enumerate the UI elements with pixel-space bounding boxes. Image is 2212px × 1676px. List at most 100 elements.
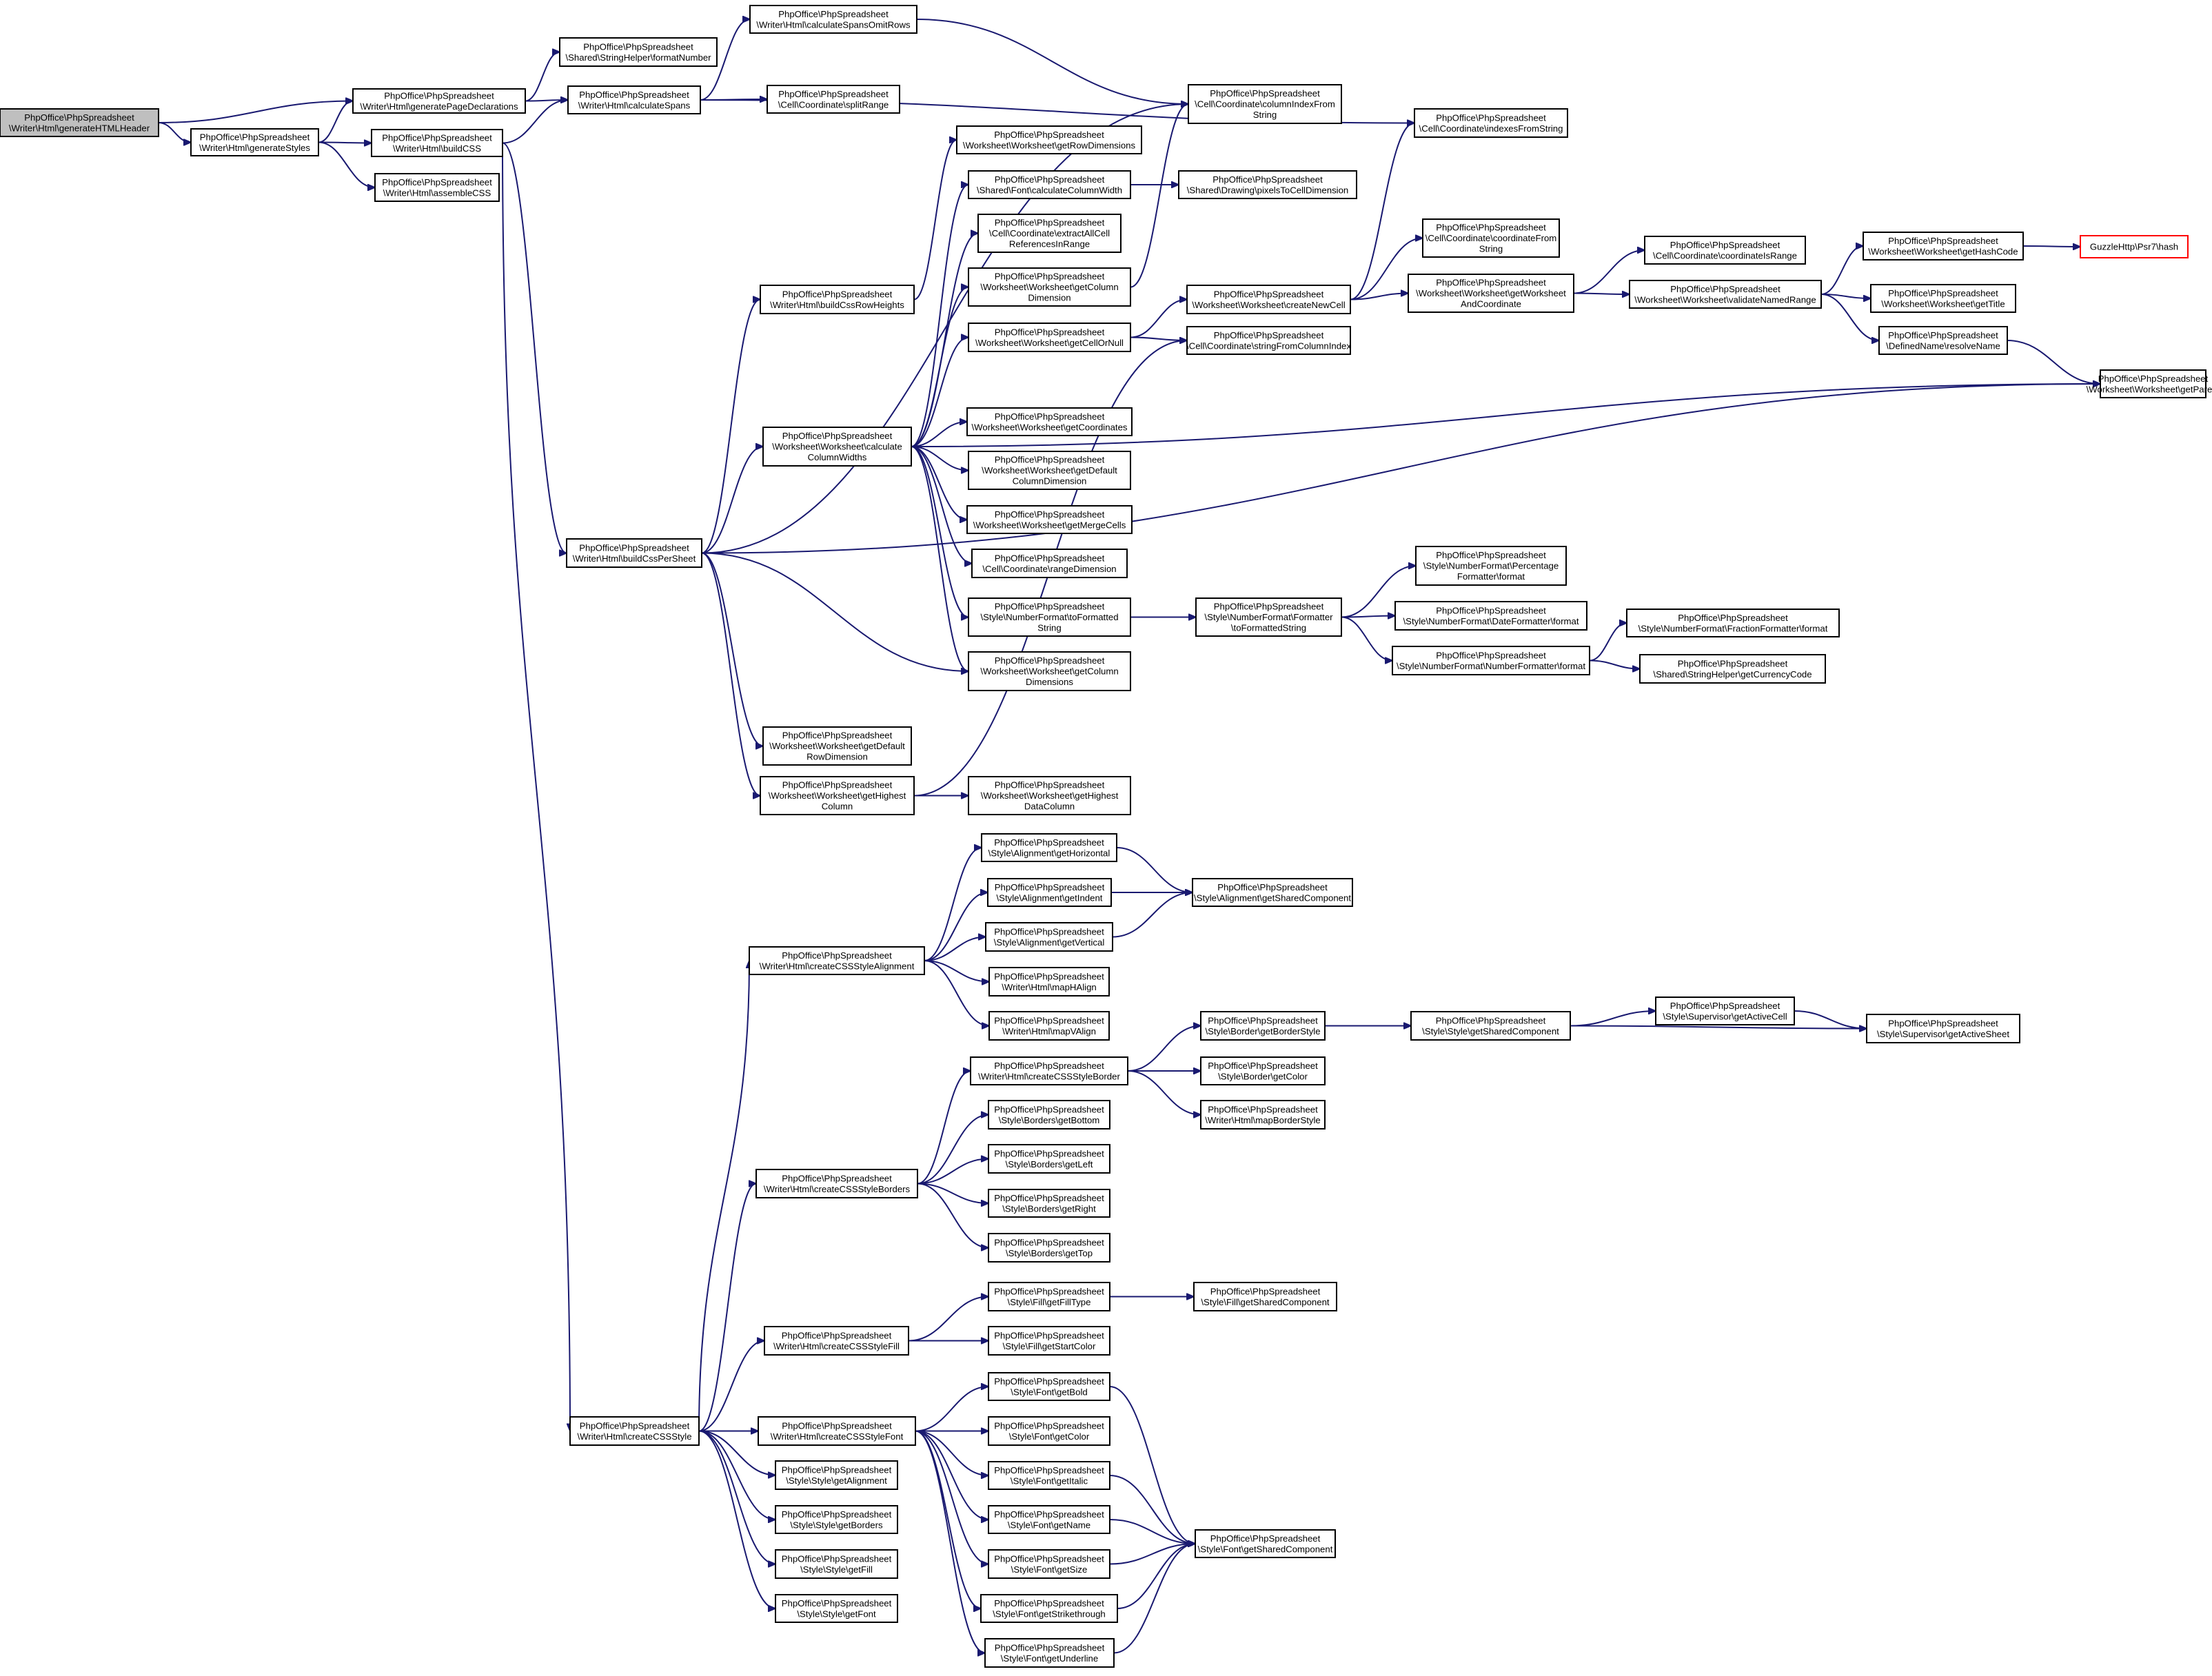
node-rangeDimension[interactable]: PhpOffice\PhpSpreadsheet\Cell\Coordinate… <box>971 549 1128 578</box>
node-getBottom[interactable]: PhpOffice\PhpSpreadsheet\Style\Borders\g… <box>988 1100 1110 1130</box>
node-getSize[interactable]: PhpOffice\PhpSpreadsheet\Style\Font\getS… <box>988 1549 1110 1579</box>
node-getMergeCells[interactable]: PhpOffice\PhpSpreadsheet\Worksheet\Works… <box>966 505 1133 534</box>
node-label: PhpOffice\PhpSpreadsheet\Style\Border\ge… <box>1205 1015 1320 1036</box>
node-getCurrencyCode[interactable]: PhpOffice\PhpSpreadsheet\Shared\StringHe… <box>1639 654 1826 684</box>
node-fractionFormat[interactable]: PhpOffice\PhpSpreadsheet\Style\NumberFor… <box>1626 609 1840 637</box>
node-getDefaultRowDimension[interactable]: PhpOffice\PhpSpreadsheet\Worksheet\Works… <box>762 726 912 766</box>
node-borderGetColor[interactable]: PhpOffice\PhpSpreadsheet\Style\Border\ge… <box>1200 1056 1326 1085</box>
node-getColumnDimension[interactable]: PhpOffice\PhpSpreadsheet\Worksheet\Works… <box>968 267 1131 307</box>
node-box <box>980 1594 1118 1623</box>
node-formatterToFormattedString[interactable]: PhpOffice\PhpSpreadsheet\Style\NumberFor… <box>1195 597 1342 637</box>
node-getHighestColumn[interactable]: PhpOffice\PhpSpreadsheet\Worksheet\Works… <box>760 776 915 815</box>
node-getRowDimensions[interactable]: PhpOffice\PhpSpreadsheet\Worksheet\Works… <box>956 125 1142 154</box>
edge-getCellOrNull-to-createNewCell <box>1130 300 1187 338</box>
node-formatNumber[interactable]: PhpOffice\PhpSpreadsheet\Shared\StringHe… <box>559 37 718 67</box>
node-createCSSStyle[interactable]: PhpOffice\PhpSpreadsheet\Writer\Html\cre… <box>569 1416 700 1446</box>
node-createCSSStyleAlignment[interactable]: PhpOffice\PhpSpreadsheet\Writer\Html\cre… <box>749 946 925 975</box>
node-styleGetSharedComponent[interactable]: PhpOffice\PhpSpreadsheet\Style\Style\get… <box>1410 1011 1571 1041</box>
node-getAlignment[interactable]: PhpOffice\PhpSpreadsheet\Style\Style\get… <box>775 1460 898 1490</box>
node-createNewCell[interactable]: PhpOffice\PhpSpreadsheet\Worksheet\Works… <box>1186 285 1351 314</box>
node-dateFormat[interactable]: PhpOffice\PhpSpreadsheet\Style\NumberFor… <box>1394 601 1587 631</box>
node-fillGetSharedComponent[interactable]: PhpOffice\PhpSpreadsheet\Style\Fill\getS… <box>1193 1282 1337 1311</box>
node-validateNamedRange[interactable]: PhpOffice\PhpSpreadsheet\Worksheet\Works… <box>1629 280 1822 309</box>
node-label-line: \Style\NumberFormat\FractionFormatter\fo… <box>1638 623 1828 633</box>
node-generateStyles[interactable]: PhpOffice\PhpSpreadsheet\Writer\Html\gen… <box>190 128 319 156</box>
node-getTitle[interactable]: PhpOffice\PhpSpreadsheet\Worksheet\Works… <box>1870 284 2016 313</box>
node-getLeft[interactable]: PhpOffice\PhpSpreadsheet\Style\Borders\g… <box>988 1144 1110 1174</box>
node-hash[interactable]: GuzzleHttp\Psr7\hash <box>2080 235 2189 258</box>
node-fontGetColor[interactable]: PhpOffice\PhpSpreadsheet\Style\Font\getC… <box>988 1416 1110 1446</box>
node-numberFormat[interactable]: PhpOffice\PhpSpreadsheet\Style\NumberFor… <box>1392 646 1590 675</box>
node-getFillType[interactable]: PhpOffice\PhpSpreadsheet\Style\Fill\getF… <box>988 1282 1110 1311</box>
node-assembleCSS[interactable]: PhpOffice\PhpSpreadsheet\Writer\Html\ass… <box>374 173 500 202</box>
node-getTop[interactable]: PhpOffice\PhpSpreadsheet\Style\Borders\g… <box>988 1233 1110 1263</box>
node-buildCSS[interactable]: PhpOffice\PhpSpreadsheet\Writer\Html\bui… <box>371 129 503 157</box>
node-label-line: \Worksheet\Worksheet\getHashCode <box>1868 246 2018 256</box>
node-coordinateIsRange[interactable]: PhpOffice\PhpSpreadsheet\Cell\Coordinate… <box>1644 236 1806 265</box>
node-getVertical[interactable]: PhpOffice\PhpSpreadsheet\Style\Alignment… <box>985 922 1113 952</box>
node-indexesFromString[interactable]: PhpOffice\PhpSpreadsheet\Cell\Coordinate… <box>1414 108 1568 138</box>
node-box <box>566 538 702 568</box>
edge-generateHTMLHeader-to-generatePageDeclarations <box>158 101 353 123</box>
node-getHashCode[interactable]: PhpOffice\PhpSpreadsheet\Worksheet\Works… <box>1863 232 2024 260</box>
node-getStartColor[interactable]: PhpOffice\PhpSpreadsheet\Style\Fill\getS… <box>988 1326 1110 1356</box>
node-getWorksheetAndCoordinate[interactable]: PhpOffice\PhpSpreadsheet\Worksheet\Works… <box>1408 274 1574 313</box>
node-splitRange[interactable]: PhpOffice\PhpSpreadsheet\Cell\Coordinate… <box>767 85 900 114</box>
node-getUnderline[interactable]: PhpOffice\PhpSpreadsheet\Style\Font\getU… <box>984 1638 1115 1668</box>
node-label: PhpOffice\PhpSpreadsheet\Worksheet\Works… <box>980 272 1118 303</box>
node-label-line: String <box>1253 110 1277 120</box>
node-coordinateFromString[interactable]: PhpOffice\PhpSpreadsheet\Cell\Coordinate… <box>1422 218 1560 258</box>
node-mapBorderStyle[interactable]: PhpOffice\PhpSpreadsheet\Writer\Html\map… <box>1200 1100 1326 1130</box>
node-pixelsToCellDimension[interactable]: PhpOffice\PhpSpreadsheet\Shared\Drawing\… <box>1178 170 1357 199</box>
node-getFill[interactable]: PhpOffice\PhpSpreadsheet\Style\Style\get… <box>775 1549 898 1579</box>
node-getBorders[interactable]: PhpOffice\PhpSpreadsheet\Style\Style\get… <box>775 1505 898 1534</box>
node-generatePageDeclarations[interactable]: PhpOffice\PhpSpreadsheet\Writer\Html\gen… <box>352 88 526 114</box>
node-createCSSStyleBorders[interactable]: PhpOffice\PhpSpreadsheet\Writer\Html\cre… <box>755 1169 918 1198</box>
node-getActiveCell[interactable]: PhpOffice\PhpSpreadsheet\Style\Superviso… <box>1655 997 1795 1025</box>
node-label: PhpOffice\PhpSpreadsheet\Writer\Html\gen… <box>199 132 310 153</box>
node-createCSSStyleBorder[interactable]: PhpOffice\PhpSpreadsheet\Writer\Html\cre… <box>970 1056 1128 1085</box>
node-buildCssPerSheet[interactable]: PhpOffice\PhpSpreadsheet\Writer\Html\bui… <box>566 538 702 568</box>
node-getItalic[interactable]: PhpOffice\PhpSpreadsheet\Style\Font\getI… <box>988 1461 1110 1490</box>
node-getParent[interactable]: PhpOffice\PhpSpreadsheet\Worksheet\Works… <box>2087 369 2212 398</box>
node-getCoordinates[interactable]: PhpOffice\PhpSpreadsheet\Worksheet\Works… <box>966 407 1133 436</box>
node-getIndent[interactable]: PhpOffice\PhpSpreadsheet\Style\Alignment… <box>987 878 1112 907</box>
node-box <box>1200 1056 1326 1085</box>
node-getCellOrNull[interactable]: PhpOffice\PhpSpreadsheet\Worksheet\Works… <box>968 323 1131 352</box>
node-box <box>1408 274 1574 313</box>
node-getBold[interactable]: PhpOffice\PhpSpreadsheet\Style\Font\getB… <box>988 1372 1110 1401</box>
node-getBorderStyle[interactable]: PhpOffice\PhpSpreadsheet\Style\Border\ge… <box>1200 1011 1326 1041</box>
node-calculateColumnWidths[interactable]: PhpOffice\PhpSpreadsheet\Worksheet\Works… <box>762 427 912 467</box>
node-calculateSpans[interactable]: PhpOffice\PhpSpreadsheet\Writer\Html\cal… <box>567 85 701 114</box>
node-getName[interactable]: PhpOffice\PhpSpreadsheet\Style\Font\getN… <box>988 1505 1110 1534</box>
node-box <box>988 1011 1110 1041</box>
node-calculateSpansOmitRows[interactable]: PhpOffice\PhpSpreadsheet\Writer\Html\cal… <box>749 5 917 34</box>
node-extractAllCellReferencesInRange[interactable]: PhpOffice\PhpSpreadsheet\Cell\Coordinate… <box>977 214 1122 253</box>
node-getRight[interactable]: PhpOffice\PhpSpreadsheet\Style\Borders\g… <box>988 1189 1110 1218</box>
node-getFont[interactable]: PhpOffice\PhpSpreadsheet\Style\Style\get… <box>775 1594 898 1623</box>
node-percentageFormat[interactable]: PhpOffice\PhpSpreadsheet\Style\NumberFor… <box>1415 546 1567 586</box>
node-createCSSStyleFill[interactable]: PhpOffice\PhpSpreadsheet\Writer\Html\cre… <box>764 1326 909 1356</box>
node-fontGetSharedComponent[interactable]: PhpOffice\PhpSpreadsheet\Style\Font\getS… <box>1195 1529 1336 1558</box>
node-resolveName[interactable]: PhpOffice\PhpSpreadsheet\DefinedName\res… <box>1878 326 2008 355</box>
edge-styleGetSharedComponent-to-getActiveCell <box>1570 1011 1656 1027</box>
node-getDefaultColumnDimension[interactable]: PhpOffice\PhpSpreadsheet\Worksheet\Works… <box>968 451 1131 490</box>
node-alignmentGetSharedComponent[interactable]: PhpOffice\PhpSpreadsheet\Style\Alignment… <box>1192 878 1353 907</box>
node-box <box>988 967 1110 997</box>
node-toFormattedString[interactable]: PhpOffice\PhpSpreadsheet\Style\NumberFor… <box>968 597 1131 637</box>
node-label: PhpOffice\PhpSpreadsheet\Cell\Coordinate… <box>1425 223 1557 254</box>
node-calculateColumnWidth[interactable]: PhpOffice\PhpSpreadsheet\Shared\Font\cal… <box>968 170 1131 199</box>
node-buildCssRowHeights[interactable]: PhpOffice\PhpSpreadsheet\Writer\Html\bui… <box>760 285 915 314</box>
node-stringFromColumnIndex[interactable]: PhpOffice\PhpSpreadsheet\Cell\Coordinate… <box>1186 326 1351 355</box>
node-getHighestDataColumn[interactable]: PhpOffice\PhpSpreadsheet\Worksheet\Works… <box>968 776 1131 815</box>
node-mapVAlign[interactable]: PhpOffice\PhpSpreadsheet\Writer\Html\map… <box>988 1011 1110 1041</box>
node-generateHTMLHeader[interactable]: PhpOffice\PhpSpreadsheet\Writer\Html\gen… <box>0 108 159 137</box>
node-getActiveSheet[interactable]: PhpOffice\PhpSpreadsheet\Style\Superviso… <box>1866 1014 2020 1043</box>
node-createCSSStyleFont[interactable]: PhpOffice\PhpSpreadsheet\Writer\Html\cre… <box>758 1416 916 1446</box>
node-getStrikethrough[interactable]: PhpOffice\PhpSpreadsheet\Style\Font\getS… <box>980 1594 1118 1623</box>
node-label: PhpOffice\PhpSpreadsheet\Style\Border\ge… <box>1208 1061 1318 1082</box>
node-mapHAlign[interactable]: PhpOffice\PhpSpreadsheet\Writer\Html\map… <box>988 967 1110 997</box>
node-getHorizontal[interactable]: PhpOffice\PhpSpreadsheet\Style\Alignment… <box>981 833 1117 862</box>
node-columnIndexFromString[interactable]: PhpOffice\PhpSpreadsheet\Cell\Coordinate… <box>1188 84 1342 124</box>
node-getColumnDimensions[interactable]: PhpOffice\PhpSpreadsheet\Worksheet\Works… <box>968 651 1131 691</box>
